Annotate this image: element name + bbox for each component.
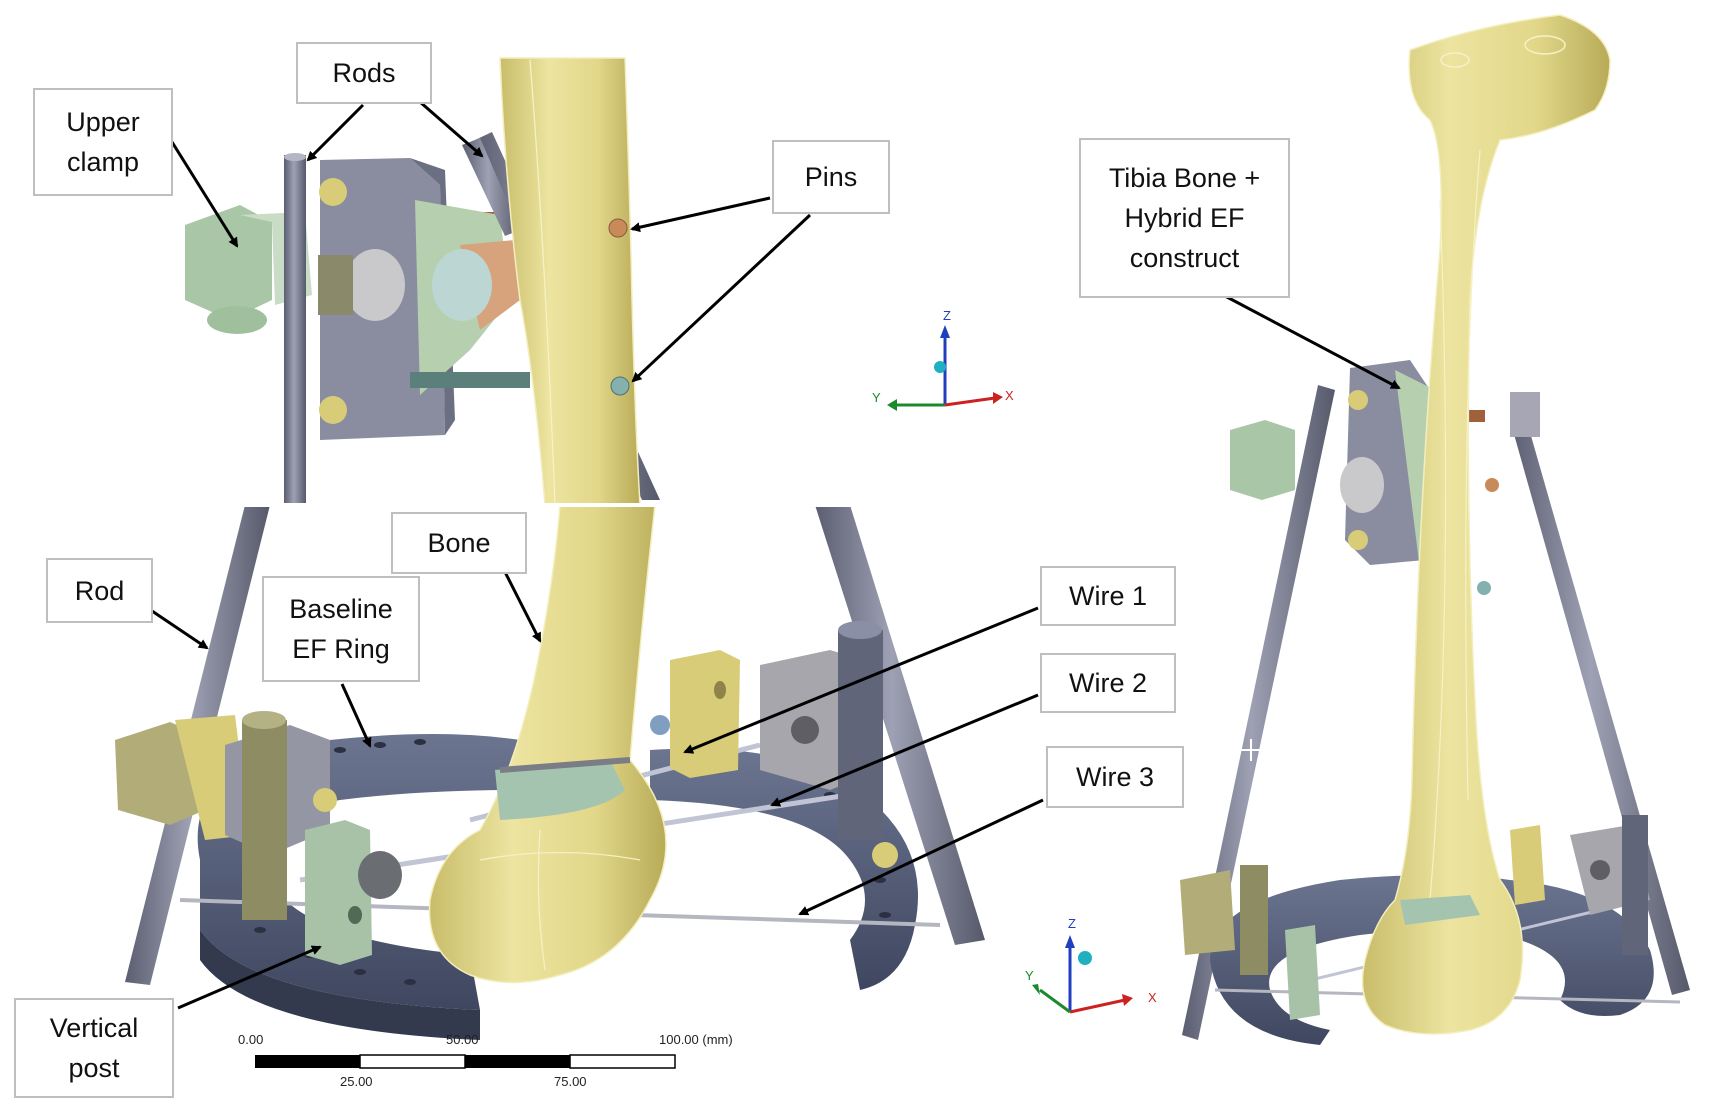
bone-collar [495, 760, 625, 820]
clamp-nut-top [319, 178, 347, 206]
arrow-vertical-post [177, 945, 322, 1010]
axis-triad-center: Z X Y [872, 308, 1014, 411]
rod-right-lower [815, 505, 985, 945]
arrow-wire-1 [683, 606, 1039, 754]
axis-triad-right: Z X Y [1025, 916, 1157, 1014]
pin-hole-teal [610, 376, 630, 396]
vertical-post-block [305, 820, 372, 965]
scale-bar [255, 1054, 676, 1069]
arrow-rods-2 [411, 93, 484, 158]
scale-tick-100: 100.00 (mm) [659, 1032, 733, 1047]
label-pins: Pins [772, 140, 890, 214]
pin-hole-copper [608, 218, 628, 238]
clamp-knob-2 [432, 249, 492, 321]
tibia-bone [1361, 14, 1611, 1035]
y-axis-label-right: Y [1025, 968, 1034, 983]
upper-clamp-block [185, 205, 272, 320]
scale-tick-25: 25.00 [340, 1074, 373, 1089]
ring-post-right [838, 630, 883, 840]
rod-vertical-upper [284, 155, 306, 505]
bone-lower-detail [428, 504, 667, 984]
arrow-bone [503, 571, 542, 643]
x-axis-line [944, 396, 996, 407]
arrow-pins-2 [631, 213, 812, 383]
arrow-baseline-ring [340, 683, 372, 748]
arrow-rod [151, 609, 209, 650]
arrow-tibia-construct [1224, 294, 1401, 390]
z-axis-label-right: Z [1068, 916, 1076, 931]
arrow-wire-2 [770, 693, 1039, 807]
x-axis-label: X [1005, 388, 1014, 403]
pin-teal-shaft [410, 372, 530, 388]
clamp-knob-1 [345, 249, 405, 321]
vertical-post-cylinder [242, 720, 287, 920]
arrow-pins-1 [630, 196, 771, 233]
ring-block-yellow [670, 650, 740, 778]
scale-tick-0: 0.00 [238, 1032, 264, 1047]
scale-tick-75: 75.00 [554, 1074, 587, 1089]
arrow-wire-3 [798, 798, 1044, 916]
y-axis-label: Y [872, 390, 881, 405]
clamp-nut-bottom [319, 396, 347, 424]
scale-tick-50: 50.00 [446, 1032, 479, 1047]
label-rods: Rods [296, 42, 432, 104]
label-rod: Rod [46, 558, 153, 623]
callout-arrows [151, 93, 1401, 1010]
label-wire-2: Wire 2 [1040, 653, 1176, 713]
arrow-upper-clamp [170, 141, 239, 248]
full-ring [1210, 875, 1654, 1045]
label-wire-3: Wire 3 [1046, 746, 1184, 808]
label-bone: Bone [391, 512, 527, 574]
arrow-rods-1 [306, 103, 365, 162]
bone-upper-detail [499, 57, 641, 506]
x-axis-label-right: X [1148, 990, 1157, 1005]
label-wire-1: Wire 1 [1040, 566, 1176, 626]
z-axis-label: Z [943, 308, 951, 323]
full-construct [1180, 14, 1690, 1045]
